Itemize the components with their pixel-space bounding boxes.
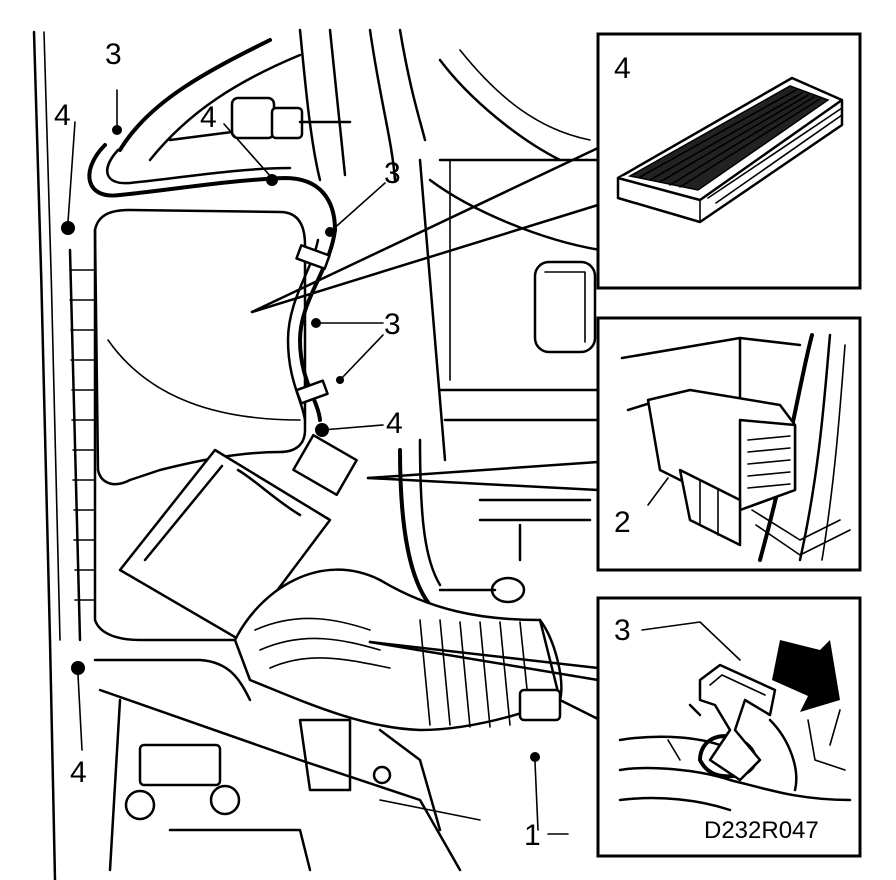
callout-sensor-right: 4 (386, 407, 403, 440)
air-filter-element (616, 76, 844, 224)
inset-filter: 4 (596, 32, 862, 290)
engine-bay-drawing (32, 28, 602, 880)
intake-box (118, 433, 358, 642)
callout-clip-right-mid: 3 (384, 308, 401, 341)
electrical-connector (646, 388, 851, 556)
inset-clip-label: 3 (614, 614, 631, 647)
inset-filter-label: 4 (614, 52, 631, 85)
inset-connector-label: 2 (614, 506, 631, 539)
callout-sensor-tl: 4 (54, 99, 71, 132)
callout-sensor-mid: 4 (200, 101, 217, 134)
callout-hose-clamp: 1 (524, 819, 541, 852)
intake-bellows (233, 568, 563, 732)
callout-sensor-bottom-left: 4 (70, 756, 87, 789)
housing-ribs (69, 269, 96, 601)
inset-pointers (250, 146, 600, 682)
inset-clip: 3 D232R047 (596, 596, 862, 858)
inset-connector: 2 (596, 316, 862, 572)
figure-code: D232R047 (704, 817, 819, 844)
callout-clip-right-top: 3 (384, 157, 401, 190)
hose-retaining-clip (688, 663, 798, 792)
callout-hose-clip-top: 3 (105, 38, 122, 71)
